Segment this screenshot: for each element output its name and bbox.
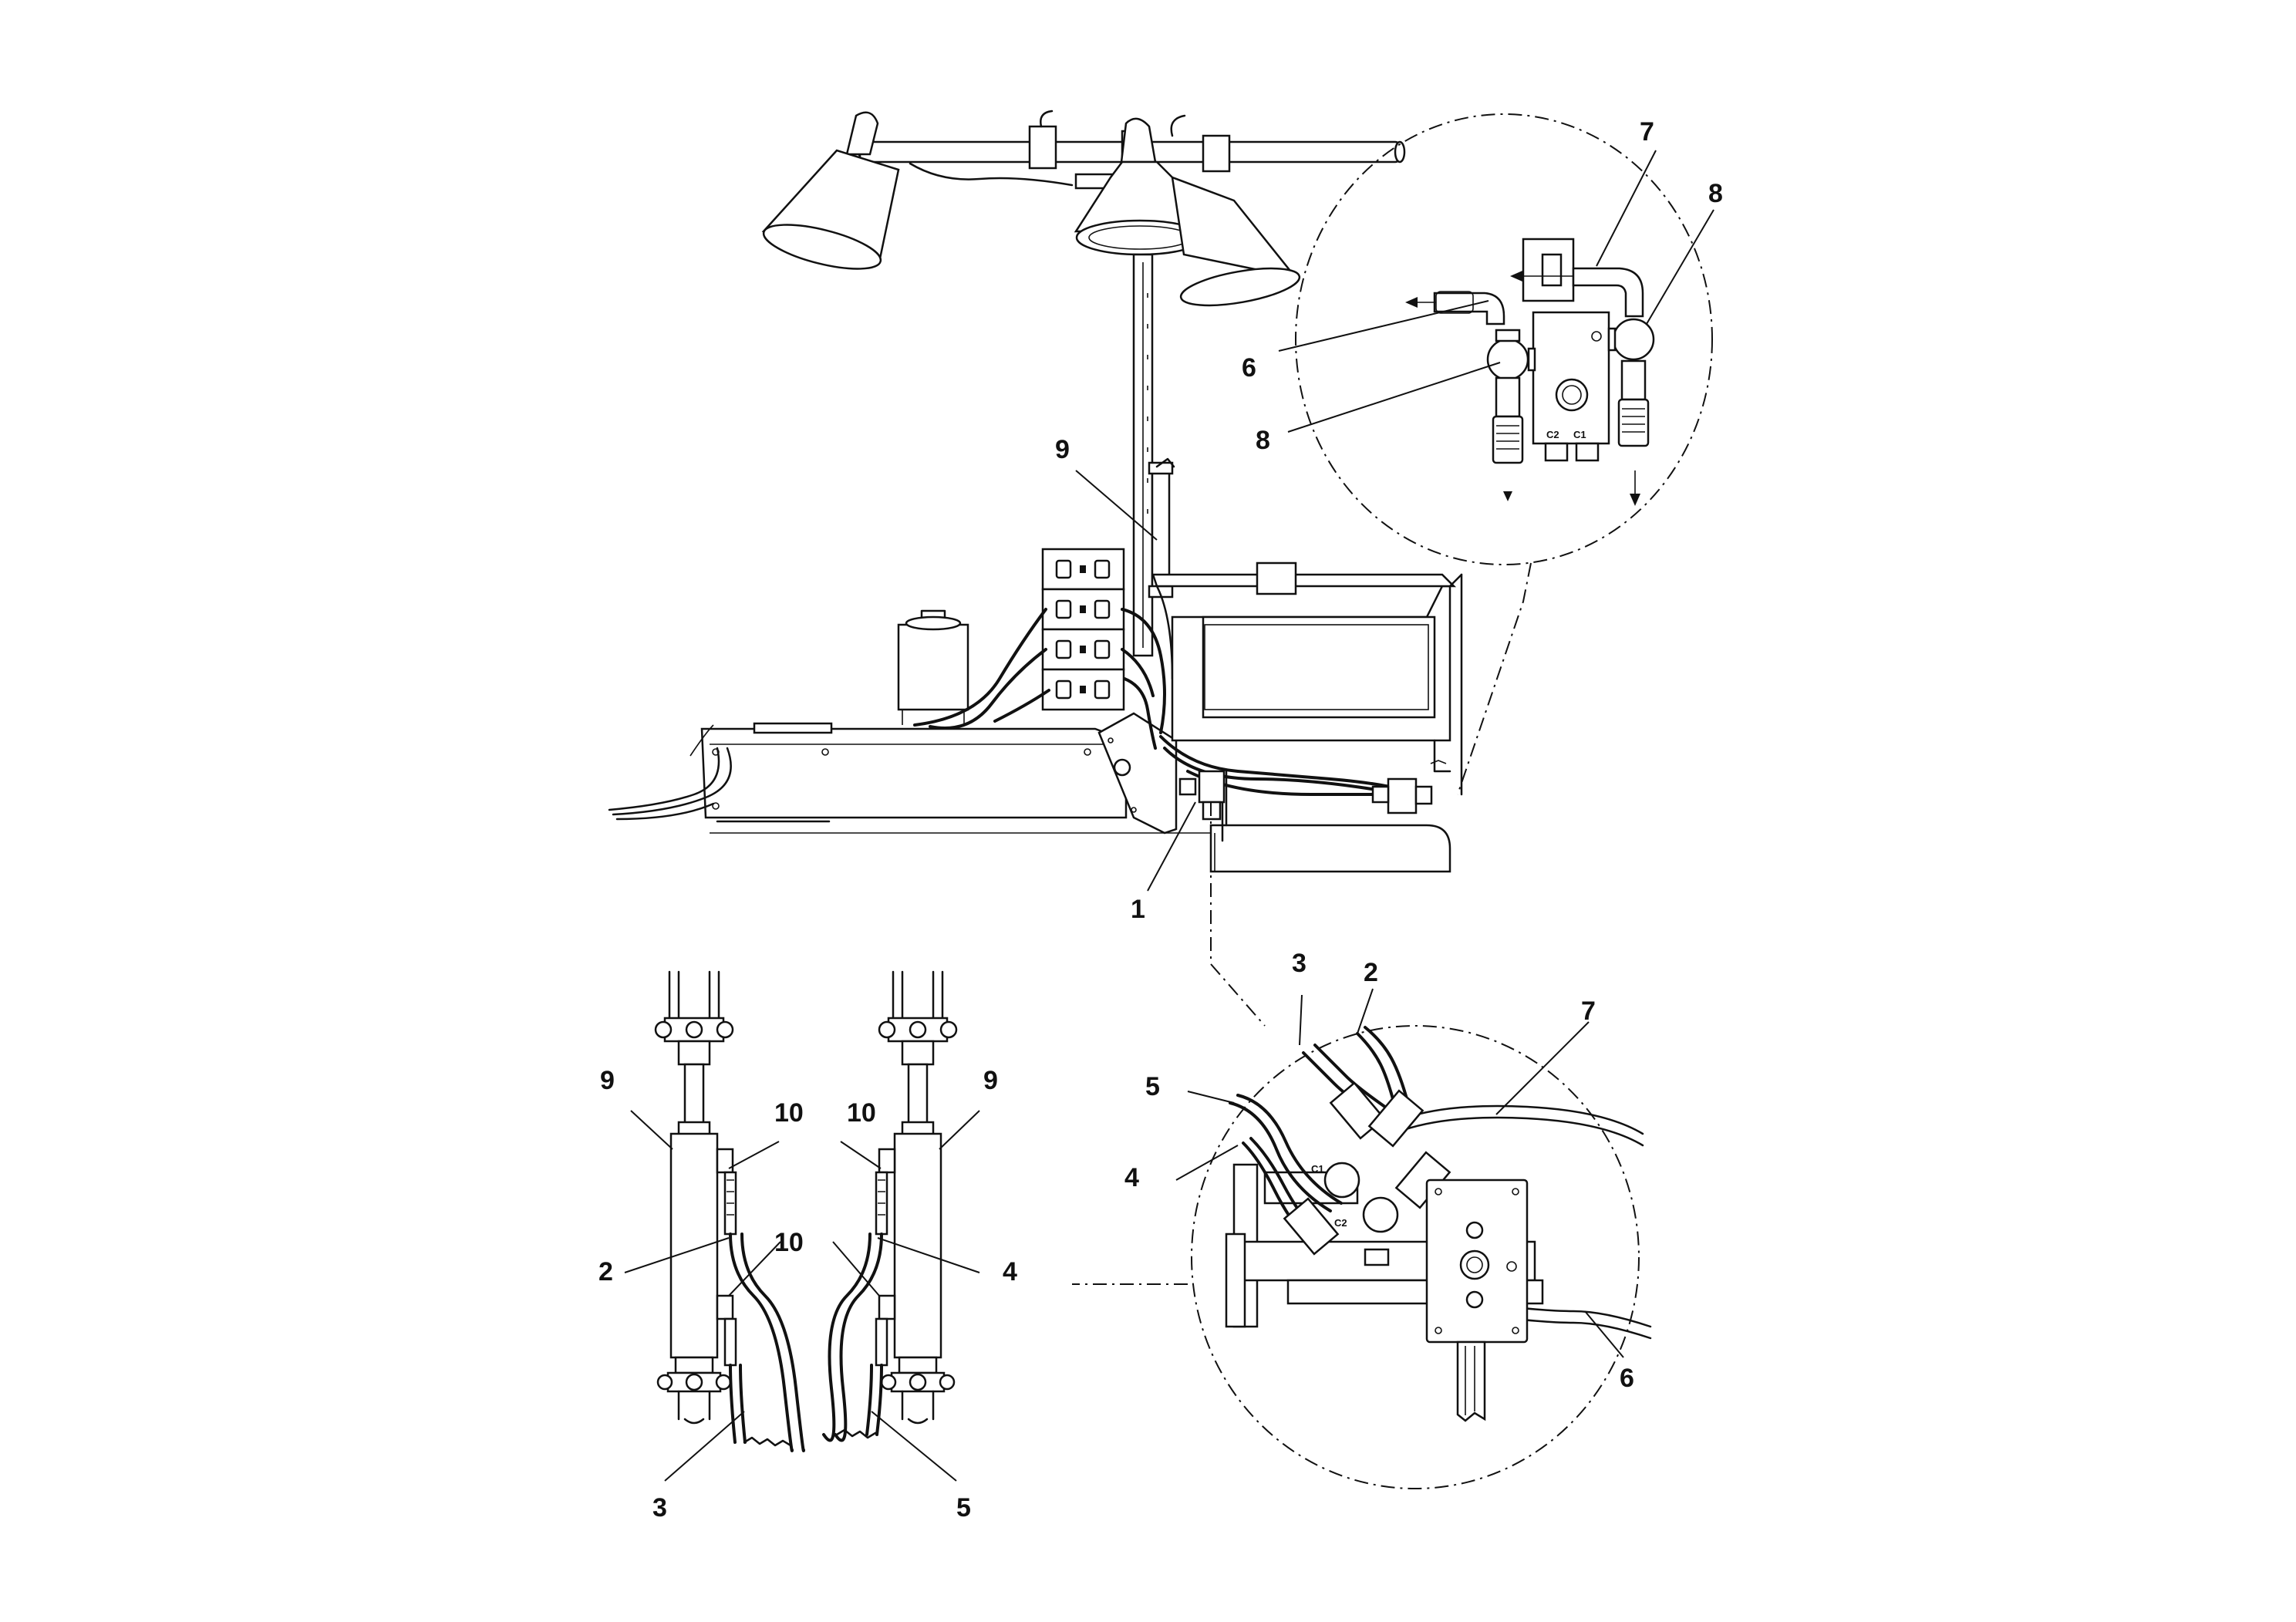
- callout-10-right-upper: 10: [847, 1098, 876, 1128]
- callout-6-top: 6: [1242, 353, 1256, 383]
- lamp-left: [761, 111, 900, 270]
- valve-manifold-top: C2 C1: [1433, 238, 1655, 464]
- flow-arrows: [1405, 271, 1640, 506]
- callout-numbers: 7 8 6 8 9 1 3 2 7 5 4 6 9 10 10 2 3 9 10…: [598, 117, 1723, 1523]
- valve-panel-stack: [1041, 548, 1125, 711]
- electrical-box: [897, 609, 969, 725]
- callout-1-main: 1: [1131, 895, 1145, 924]
- machine-body: [608, 548, 1463, 873]
- port-label-c2-top: C2: [1546, 429, 1559, 440]
- callout-2-detail: 2: [1364, 958, 1378, 987]
- callout-8-top-left: 8: [1256, 426, 1270, 455]
- callout-6-detail: 6: [1620, 1364, 1634, 1393]
- callout-5-detail: 5: [1145, 1072, 1160, 1101]
- callout-leaders: [624, 150, 1714, 1482]
- port-label-c1-bottom: C1: [1311, 1163, 1324, 1175]
- callout-9-left: 9: [600, 1066, 615, 1095]
- lamp-bar-assembly: [761, 110, 1406, 657]
- callout-3-left: 3: [652, 1493, 667, 1523]
- callout-9-right: 9: [983, 1066, 998, 1095]
- cylinder-left: [654, 970, 805, 1453]
- callout-2-left: 2: [598, 1257, 613, 1286]
- cylinder-right: [822, 970, 958, 1442]
- callout-4-right: 4: [1003, 1257, 1017, 1286]
- port-label-c1-top: C1: [1573, 429, 1586, 440]
- detail-circle-top: C2 C1: [1210, 113, 1713, 1027]
- callout-4-detail: 4: [1124, 1163, 1139, 1192]
- lamp-right: [1171, 176, 1301, 307]
- manifold-fittings-bottom: C1 C2: [1283, 1081, 1451, 1266]
- port-label-c2-bottom: C2: [1334, 1217, 1347, 1229]
- control-box: [1425, 1179, 1529, 1422]
- callout-10-center-lower: 10: [774, 1228, 804, 1257]
- callout-5-right: 5: [956, 1493, 971, 1523]
- callout-3-detail: 3: [1292, 949, 1306, 978]
- detail-circle-bottom: C1 C2: [1072, 1025, 1652, 1489]
- fan-housing: [1151, 561, 1463, 796]
- lamp-center: [1074, 117, 1205, 256]
- callout-7-detail: 7: [1581, 996, 1596, 1026]
- callout-9-main: 9: [1055, 435, 1070, 464]
- callout-8-top-right: 8: [1708, 179, 1723, 208]
- callout-10-left-upper: 10: [774, 1098, 804, 1128]
- callout-7-top: 7: [1640, 117, 1654, 147]
